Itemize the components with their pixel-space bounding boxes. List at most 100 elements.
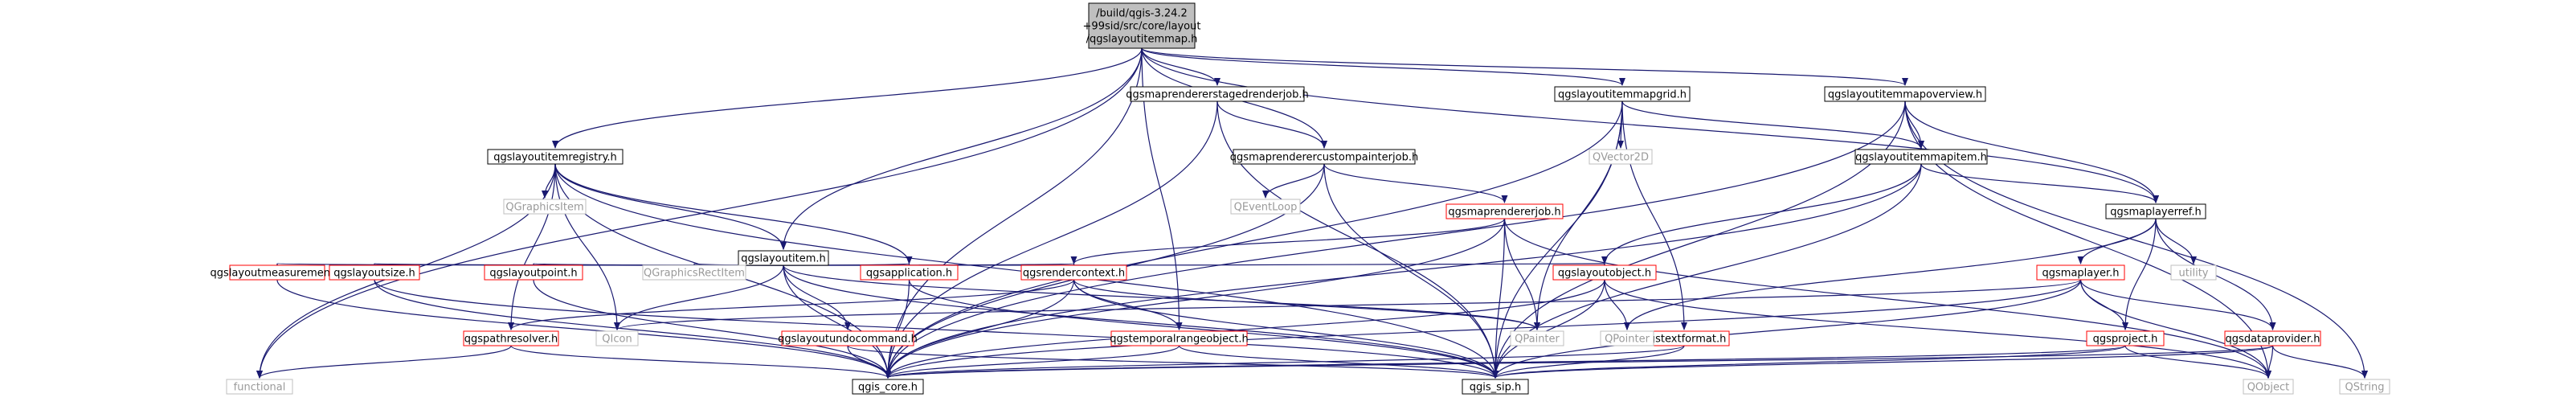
node-rendererjob[interactable]: qgsmaprendererjob.h bbox=[1445, 203, 1564, 219]
edge-custompainter-to-rendererjob bbox=[1323, 163, 1508, 203]
node-box bbox=[2105, 203, 2206, 219]
node-application[interactable]: qgsapplication.h bbox=[860, 264, 959, 281]
node-object[interactable]: qgslayoutobject.h bbox=[1552, 264, 1657, 281]
node-label: qgspathresolver.h bbox=[464, 334, 558, 346]
edge-dataprovider-to-qobject bbox=[2265, 345, 2274, 379]
node-box bbox=[852, 379, 924, 395]
node-label: QPointer bbox=[1605, 334, 1650, 346]
edge-mapitem-to-core bbox=[885, 163, 1922, 379]
edge-reg-to-item bbox=[554, 163, 787, 250]
edge-staged-to-custompainter bbox=[1216, 100, 1327, 149]
node-label: qgsrendercontext.h bbox=[1023, 268, 1125, 280]
edge-rendererjob-to-qpainter bbox=[1503, 218, 1540, 330]
node-rendercontext[interactable]: qgsrendercontext.h bbox=[1020, 264, 1127, 281]
edge-root-to-reg bbox=[552, 47, 1143, 149]
node-core[interactable]: qgis_core.h bbox=[852, 379, 924, 395]
node-project[interactable]: qgsproject.h bbox=[2086, 330, 2165, 346]
node-label: functional bbox=[234, 382, 286, 394]
node-label: qgstemporalrangeobject.h bbox=[1110, 334, 1248, 346]
node-sip[interactable]: qgis_sip.h bbox=[1462, 379, 1529, 395]
edge-reg-to-pathresolver bbox=[508, 163, 556, 330]
edge-layerref-to-qpointer bbox=[1624, 218, 2157, 330]
edge-project-to-sip bbox=[1492, 345, 2126, 379]
node-box bbox=[2036, 264, 2125, 281]
edge-rendererjob-to-core bbox=[885, 218, 1506, 379]
node-label: qgslayoutsize.h bbox=[333, 268, 415, 280]
node-label: utility bbox=[2179, 268, 2209, 280]
node-overview[interactable]: qgslayoutitemmapoverview.h bbox=[1824, 86, 1986, 102]
node-measurement[interactable]: qgslayoutmeasurement.h bbox=[211, 264, 345, 281]
edge-size-to-core bbox=[374, 279, 891, 379]
node-box bbox=[781, 330, 914, 346]
edge-staged-to-sip bbox=[1216, 100, 1499, 379]
node-custompainter[interactable]: qgsmaprenderercustompainterjob.h bbox=[1230, 149, 1418, 165]
node-box bbox=[1088, 2, 1196, 49]
node-label: QString bbox=[2345, 382, 2384, 394]
node-qobject: QObject bbox=[2243, 379, 2294, 395]
node-box bbox=[2086, 330, 2165, 346]
node-item[interactable]: qgslayoutitem.h bbox=[738, 250, 829, 266]
node-label: +99sid/src/core/layout bbox=[1083, 21, 1201, 33]
edge-grid-to-textformat bbox=[1621, 100, 1687, 330]
edge-application-to-core bbox=[885, 279, 910, 379]
edge-layerref-to-maplayer bbox=[2077, 218, 2157, 264]
edge-grid-to-core bbox=[885, 100, 1623, 379]
node-label: qgslayoutitemmapgrid.h bbox=[1558, 89, 1687, 101]
edge-pathresolver-to-functional bbox=[256, 345, 512, 379]
node-textformat[interactable]: qgstextformat.h bbox=[1638, 330, 1730, 346]
node-box bbox=[226, 379, 293, 395]
edge-dataprovider-to-core bbox=[885, 345, 2274, 379]
node-box bbox=[595, 330, 639, 346]
edge-maplayer-to-dataprovider bbox=[2079, 279, 2276, 330]
edge-rendercontext-to-pathresolver bbox=[508, 279, 1075, 330]
node-box bbox=[738, 250, 829, 266]
node-label: QObject bbox=[2247, 382, 2290, 394]
node-qeventloop: QEventLoop bbox=[1230, 199, 1301, 215]
edge-point-to-core bbox=[533, 279, 891, 379]
node-qpainter: QPainter bbox=[1510, 330, 1564, 346]
node-staged[interactable]: qgsmaprendererstagedrenderjob.h bbox=[1126, 86, 1309, 102]
node-point[interactable]: qgslayoutpoint.h bbox=[484, 264, 583, 281]
node-label: QEventLoop bbox=[1234, 202, 1298, 214]
edge-custompainter-to-sip bbox=[1323, 163, 1499, 379]
node-mapitem[interactable]: qgslayoutitemmapitem.h bbox=[1854, 149, 1988, 165]
node-label: qgstextformat.h bbox=[1642, 334, 1727, 346]
node-temporal[interactable]: qgstemporalrangeobject.h bbox=[1110, 330, 1249, 346]
node-undocommand[interactable]: qgslayoutundocommand.h bbox=[778, 330, 918, 346]
node-label: qgslayoutpoint.h bbox=[489, 268, 577, 280]
edges bbox=[256, 47, 2368, 379]
edge-overview-to-layerref bbox=[1904, 100, 2159, 203]
node-box bbox=[1824, 86, 1986, 102]
node-qicon: QIcon bbox=[595, 330, 639, 346]
node-size[interactable]: qgslayoutsize.h bbox=[329, 264, 420, 281]
edge-textformat-to-core bbox=[885, 345, 1685, 379]
node-box bbox=[1854, 149, 1988, 165]
node-label: qgsdataprovider.h bbox=[2226, 334, 2320, 346]
node-box bbox=[1554, 86, 1691, 102]
node-maplayer[interactable]: qgsmaplayer.h bbox=[2036, 264, 2125, 281]
node-layerref[interactable]: qgsmaplayerref.h bbox=[2105, 203, 2206, 219]
edge-pathresolver-to-core bbox=[510, 345, 891, 379]
node-label: QVector2D bbox=[1593, 152, 1649, 164]
edge-overview-to-core bbox=[885, 100, 1906, 379]
node-box bbox=[329, 264, 420, 281]
edge-root-to-core bbox=[885, 47, 1143, 379]
node-pathresolver[interactable]: qgspathresolver.h bbox=[463, 330, 559, 346]
node-box bbox=[1462, 379, 1529, 395]
node-box bbox=[1020, 264, 1127, 281]
node-label: QGraphicsRectItem bbox=[644, 268, 745, 280]
edge-object-to-sip bbox=[1492, 279, 1605, 379]
edge-measurement-to-core bbox=[276, 279, 891, 379]
node-box bbox=[1110, 330, 1248, 346]
node-box bbox=[1230, 199, 1301, 215]
edge-reg-to-application bbox=[554, 163, 913, 264]
node-grid[interactable]: qgslayoutitemmapgrid.h bbox=[1554, 86, 1691, 102]
node-root[interactable]: /build/qgis-3.24.2+99sid/src/core/layout… bbox=[1083, 2, 1201, 49]
node-reg[interactable]: qgslayoutitemregistry.h bbox=[487, 149, 624, 165]
edge-rendercontext-to-sip bbox=[1073, 279, 1499, 379]
node-qpointer: QPointer bbox=[1600, 330, 1654, 346]
edge-temporal-to-sip bbox=[1178, 345, 1499, 379]
edge-rendererjob-to-sip bbox=[1492, 218, 1506, 379]
node-dataprovider[interactable]: qgsdataprovider.h bbox=[2224, 330, 2321, 346]
edge-item-to-core bbox=[783, 264, 891, 379]
